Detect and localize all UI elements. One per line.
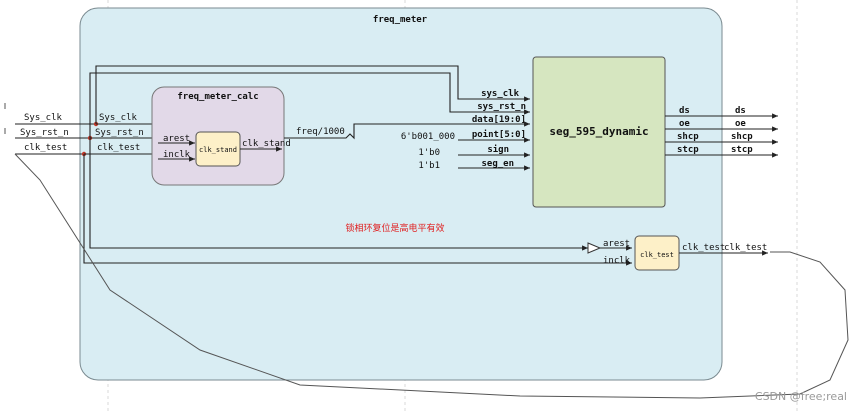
input-sys-rst-n: Sys_rst_n — [20, 128, 69, 138]
clk-test-net-label: clk_test — [724, 243, 767, 253]
seg-port-sys-rst-n: sys_rst_n — [477, 102, 526, 112]
seg-port-ds: ds — [679, 106, 690, 116]
output-wires — [665, 113, 778, 158]
const-seg-en: 1'b1 — [418, 161, 440, 171]
seg-595-dynamic-module[interactable] — [532, 56, 666, 208]
inner-sys-clk: Sys_clk — [99, 113, 138, 123]
csdn-watermark: CSDN @free;real — [755, 390, 847, 403]
seg-port-stcp: stcp — [677, 145, 699, 155]
const-sign: 1'b0 — [418, 148, 440, 158]
calc-port-arest: arest — [163, 134, 190, 144]
input-sys-clk: Sys_clk — [24, 113, 63, 123]
calc-module-title: freq_meter_calc — [177, 92, 258, 102]
freq-meter-title: freq_meter — [373, 15, 428, 25]
top-input-wires — [4, 103, 96, 155]
freq-net-label: freq/1000 — [296, 127, 345, 137]
test-port-inclk: inclk — [603, 256, 631, 266]
inverter-triangle — [587, 242, 602, 254]
output-oe: oe — [735, 119, 746, 129]
inner-sys-rst-n: Sys_rst_n — [95, 128, 144, 138]
freq-bus-wire — [284, 121, 530, 140]
output-ds: ds — [735, 106, 746, 116]
seg-port-sys-clk: sys_clk — [481, 89, 520, 99]
clk-test-title: clk_test — [640, 251, 674, 259]
const-point: 6'b001_000 — [401, 132, 455, 142]
pll-reset-note: 锁相环复位是高电平有效 — [345, 222, 444, 234]
seg-module-title: seg_595_dynamic — [549, 125, 648, 138]
test-port-arest: arest — [603, 239, 630, 249]
seg-port-seg-en: seg_en — [481, 159, 514, 169]
seg-port-point: point[5:0] — [472, 129, 526, 140]
output-stcp: stcp — [731, 145, 753, 155]
seg-port-shcp: shcp — [677, 132, 699, 142]
output-shcp: shcp — [731, 132, 753, 142]
seg-port-oe: oe — [679, 119, 690, 129]
inner-clk-test: clk_test — [97, 143, 140, 153]
calc-port-inclk: inclk — [163, 150, 191, 160]
const-wires — [458, 137, 530, 171]
test-port-clk-test: clk_test — [682, 243, 725, 253]
seg-port-sign: sign — [487, 144, 509, 155]
calc-port-clk-stand: clk_stand — [242, 139, 291, 149]
clk-stand-title: clk_stand — [199, 146, 237, 154]
input-clk-test: clk_test — [24, 143, 67, 153]
internal-wires — [14, 65, 849, 399]
seg-port-data: data[19:0] — [472, 115, 526, 125]
